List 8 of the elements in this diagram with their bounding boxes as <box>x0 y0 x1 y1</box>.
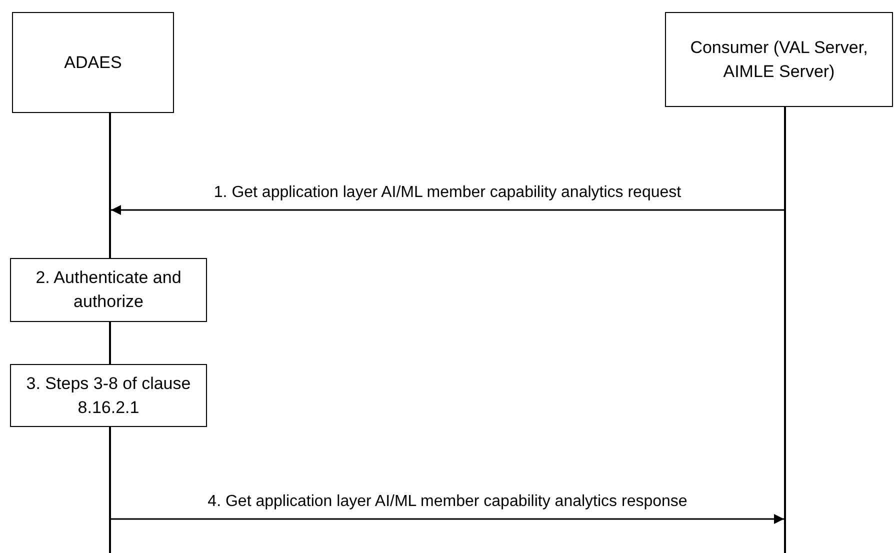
lifeline <box>784 107 786 553</box>
edge-label: 4. Get application layer AI/ML member capability analytics response <box>206 492 690 512</box>
participant-box: Consumer (VAL Server, AIMLE Server) <box>665 12 893 107</box>
participant-box: ADAES <box>12 12 174 113</box>
message-arrow <box>111 514 784 524</box>
message-arrow <box>111 205 784 215</box>
process-box: 2. Authenticate and authorize <box>10 258 207 322</box>
process-box: 3. Steps 3-8 of clause 8.16.2.1 <box>10 364 207 427</box>
